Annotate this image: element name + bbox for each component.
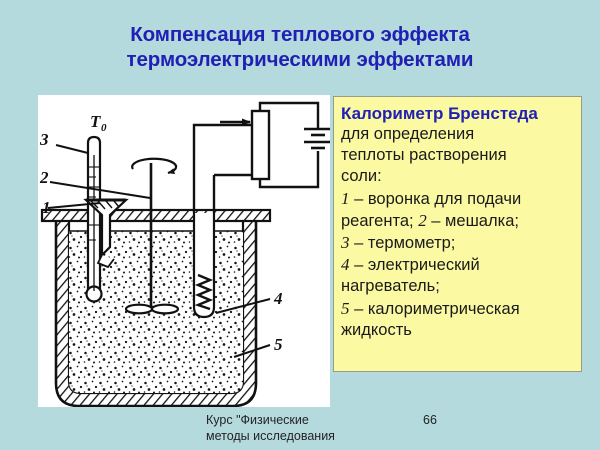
leader-2 (49, 181, 151, 199)
vessel-lid (40, 208, 272, 223)
thermometer (85, 135, 103, 303)
battery-symbol (304, 127, 330, 150)
caption-line-1: для определения (341, 125, 475, 143)
diagram-label-1: 1 (42, 198, 51, 217)
temperature-label: T (90, 112, 101, 131)
temperature-subscript: 0 (101, 122, 107, 134)
caption-line-5: реагента; 2 – мешалка; (341, 210, 519, 230)
diagram-label-3: 3 (39, 130, 49, 149)
stirrer-paddle-right (150, 303, 180, 315)
calorimeter-diagram: 3 2 1 4 5 T 0 (38, 95, 330, 407)
heater-coil (194, 273, 214, 311)
vessel-group (40, 101, 330, 407)
caption-line-10: жидкость (341, 320, 412, 339)
caption-line-6: 3 – термометр; (341, 233, 456, 253)
title-line-1: Компенсация теплового эффекта (130, 23, 470, 46)
rheostat (250, 109, 271, 181)
electric-circuit (192, 101, 330, 189)
diagram-label-4: 4 (273, 289, 283, 308)
footer-line-2: методы исследования (206, 429, 335, 443)
rotation-arrow (131, 157, 178, 175)
caption-line-4: 1 – воронка для подачи (341, 188, 522, 208)
stirrer-paddle-left (124, 303, 154, 315)
footer-line-1: Курс "Физические (206, 413, 309, 427)
footer-course-name: Курс "Физические методы исследования (206, 412, 396, 444)
leader-5 (233, 344, 271, 358)
leader-1 (47, 202, 101, 209)
caption-panel: Калориметр Бренстеда для определения теп… (333, 96, 582, 372)
electric-heater (192, 157, 216, 319)
leader-3 (55, 144, 89, 154)
reagent-funnel (83, 198, 129, 269)
page-number: 66 (423, 413, 437, 427)
calorimeter-diagram-svg: 3 2 1 4 5 T 0 (39, 101, 330, 407)
caption-heading: Калориметр Бренстеда (341, 104, 538, 123)
caption-line-2: теплоты растворения (341, 146, 507, 165)
diagram-label-5: 5 (274, 335, 283, 354)
caption-line-8: нагреватель; (341, 277, 440, 296)
caption-line-3: соли: (341, 167, 382, 186)
caption-line-7: 4 – электрический (341, 255, 480, 275)
stirrer (124, 157, 180, 315)
caption-line-9: 5 – калориметрическая (341, 298, 520, 318)
page-title: Компенсация теплового эффекта термоэлект… (20, 22, 580, 72)
title-line-2: термоэлектрическими эффектами (126, 48, 474, 71)
diagram-label-2: 2 (39, 168, 49, 187)
leader-4 (215, 298, 271, 314)
